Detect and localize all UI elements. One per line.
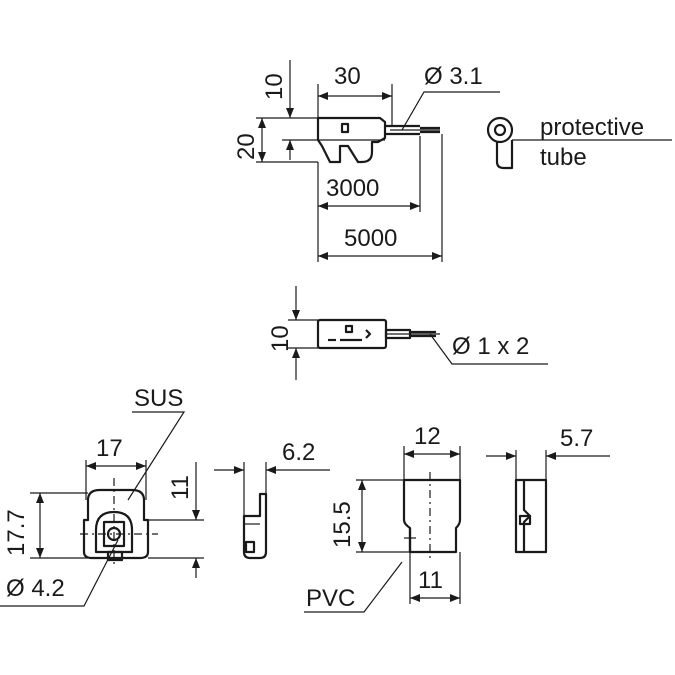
dim-front-17-7: 17.7 [3,509,30,556]
dim-mid-10: 10 [267,325,294,352]
label-pvc: PVC [306,585,355,612]
dim-pvc-11: 11 [418,567,443,594]
protective-tube-detail: protective tube [486,114,672,171]
dim-3000: 3000 [326,175,379,202]
dim-hole-diameter: Ø 4.2 [6,575,65,602]
top-sensor-view: 30 Ø 3.1 10 20 3000 5000 [233,60,500,262]
pvc-side-view: 5.7 [486,425,610,554]
dim-front-11: 11 [167,475,194,500]
label-protective: protective [540,114,644,141]
dim-front-17: 17 [96,435,123,462]
pvc-front-view: 12 15.5 11 PVC [304,423,462,613]
dim-pvc-side-5-7: 5.7 [560,425,593,452]
dim-pvc-15-5: 15.5 [329,501,356,548]
side-view: 6.2 [214,439,330,560]
dim-top-20: 20 [233,133,260,160]
dim-side-6-2: 6.2 [282,439,315,466]
front-view: SUS 17 17.7 11 Ø 4.2 [0,385,204,607]
middle-sensor-view: 10 Ø 1 x 2 [267,286,548,380]
label-sus: SUS [134,385,183,412]
dim-top-30: 30 [334,63,361,90]
dim-cable-diameter: Ø 3.1 [424,63,483,90]
dim-pvc-12: 12 [414,423,441,450]
label-tube: tube [540,144,587,171]
dim-mid-cable: Ø 1 x 2 [452,333,529,360]
dim-top-10: 10 [261,73,288,100]
dim-5000: 5000 [344,225,397,252]
